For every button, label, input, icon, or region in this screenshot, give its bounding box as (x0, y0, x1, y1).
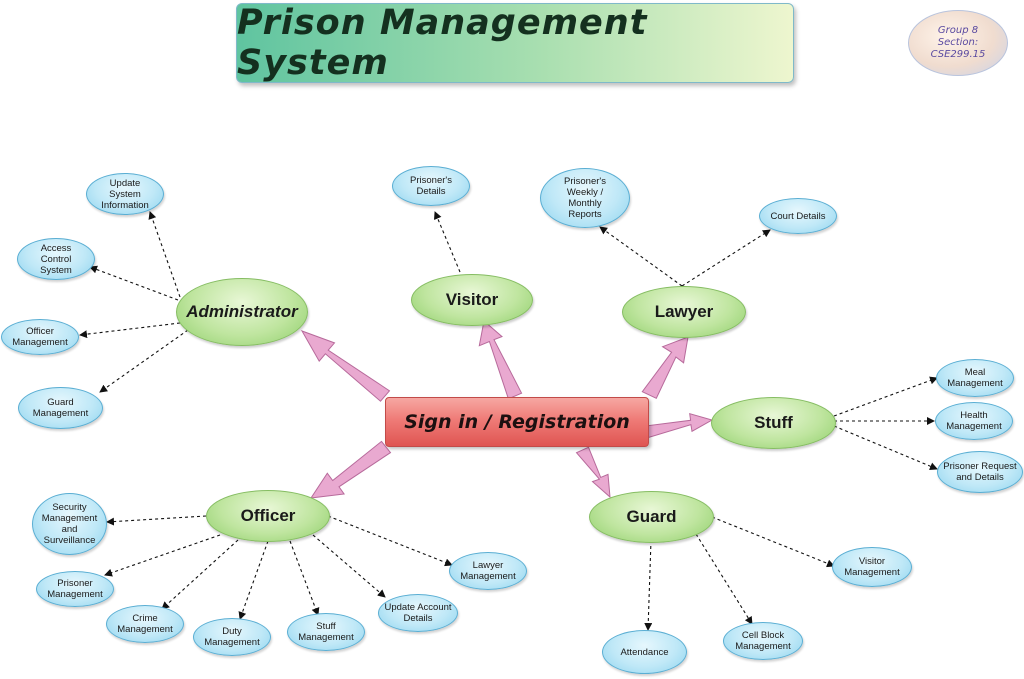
connector-officer-duty (238, 540, 269, 620)
connector-guard-cellblock (695, 533, 753, 625)
feature-visitor-management: Visitor Management (832, 547, 912, 587)
arrow-to-visitor (478, 320, 523, 400)
connector-admin-access (89, 265, 179, 301)
administrator-node: Administrator (176, 278, 308, 346)
guard-node: Guard (589, 491, 714, 543)
page-title: Prison Management System (236, 3, 794, 83)
connector-officer-security (106, 515, 207, 526)
officer-node: Officer (206, 490, 330, 542)
feature-stuff-management: Stuff Management (287, 613, 365, 651)
connector-admin-guard (99, 329, 189, 393)
connector-stuff-meal (833, 376, 938, 417)
badge-section-code: CSE299.15 (930, 49, 986, 60)
connector-guard-attendance (644, 539, 653, 631)
connector-officer-update (312, 534, 386, 598)
connector-admin-officer (79, 322, 181, 339)
arrow-to-administrator (300, 330, 391, 402)
connector-lawyer-court (681, 229, 771, 287)
lawyer-node: Lawyer (622, 286, 746, 338)
feature-prisoner-management: Prisoner Management (36, 571, 114, 607)
feature-lawyer-management: Lawyer Management (449, 552, 527, 590)
connector-officer-prisoner (104, 534, 221, 577)
visitor-node: Visitor (411, 274, 533, 326)
badge-section-label: Section: (937, 37, 979, 48)
feature-prisoners-details: Prisoner's Details (392, 166, 470, 206)
badge-group: Group 8 (937, 25, 979, 36)
feature-admin-officer-management: Officer Management (1, 319, 79, 355)
feature-meal-management: Meal Management (936, 359, 1014, 397)
feature-health-management: Health Management (935, 402, 1013, 440)
connector-guard-visitor (711, 516, 835, 568)
feature-access-control-system: Access Control System (17, 238, 95, 280)
connector-admin-update (148, 211, 181, 298)
connector-officer-crime (161, 539, 239, 610)
feature-cell-block-management: Cell Block Management (723, 622, 803, 660)
stuff-node: Stuff (711, 397, 836, 449)
connector-lawyer-reports (599, 226, 683, 287)
feature-security-management: Security Management and Surveillance (32, 493, 107, 555)
connector-officer-lawyer (327, 515, 453, 567)
sign-in-registration-node: Sign in / Registration (385, 397, 649, 447)
arrow-to-lawyer (641, 336, 689, 399)
connector-officer-stuff (289, 540, 320, 616)
group-badge: Group 8 Section: CSE299.15 (908, 10, 1008, 76)
feature-duty-management: Duty Management (193, 618, 271, 656)
arrow-to-stuff (644, 413, 714, 439)
feature-prisoner-request: Prisoner Request and Details (937, 451, 1023, 493)
arrow-to-guard (575, 446, 611, 499)
feature-update-account-details: Update Account Details (378, 594, 458, 632)
feature-crime-management: Crime Management (106, 605, 184, 643)
feature-update-system-information: Update System Information (86, 173, 164, 215)
feature-prisoners-reports: Prisoner's Weekly / Monthly Reports (540, 168, 630, 228)
feature-attendance: Attendance (602, 630, 687, 674)
feature-admin-guard-management: Guard Management (18, 387, 103, 429)
connector-visitor-details (434, 211, 461, 273)
arrow-to-officer (309, 440, 392, 499)
connector-stuff-request (833, 425, 938, 470)
feature-court-details: Court Details (759, 198, 837, 234)
